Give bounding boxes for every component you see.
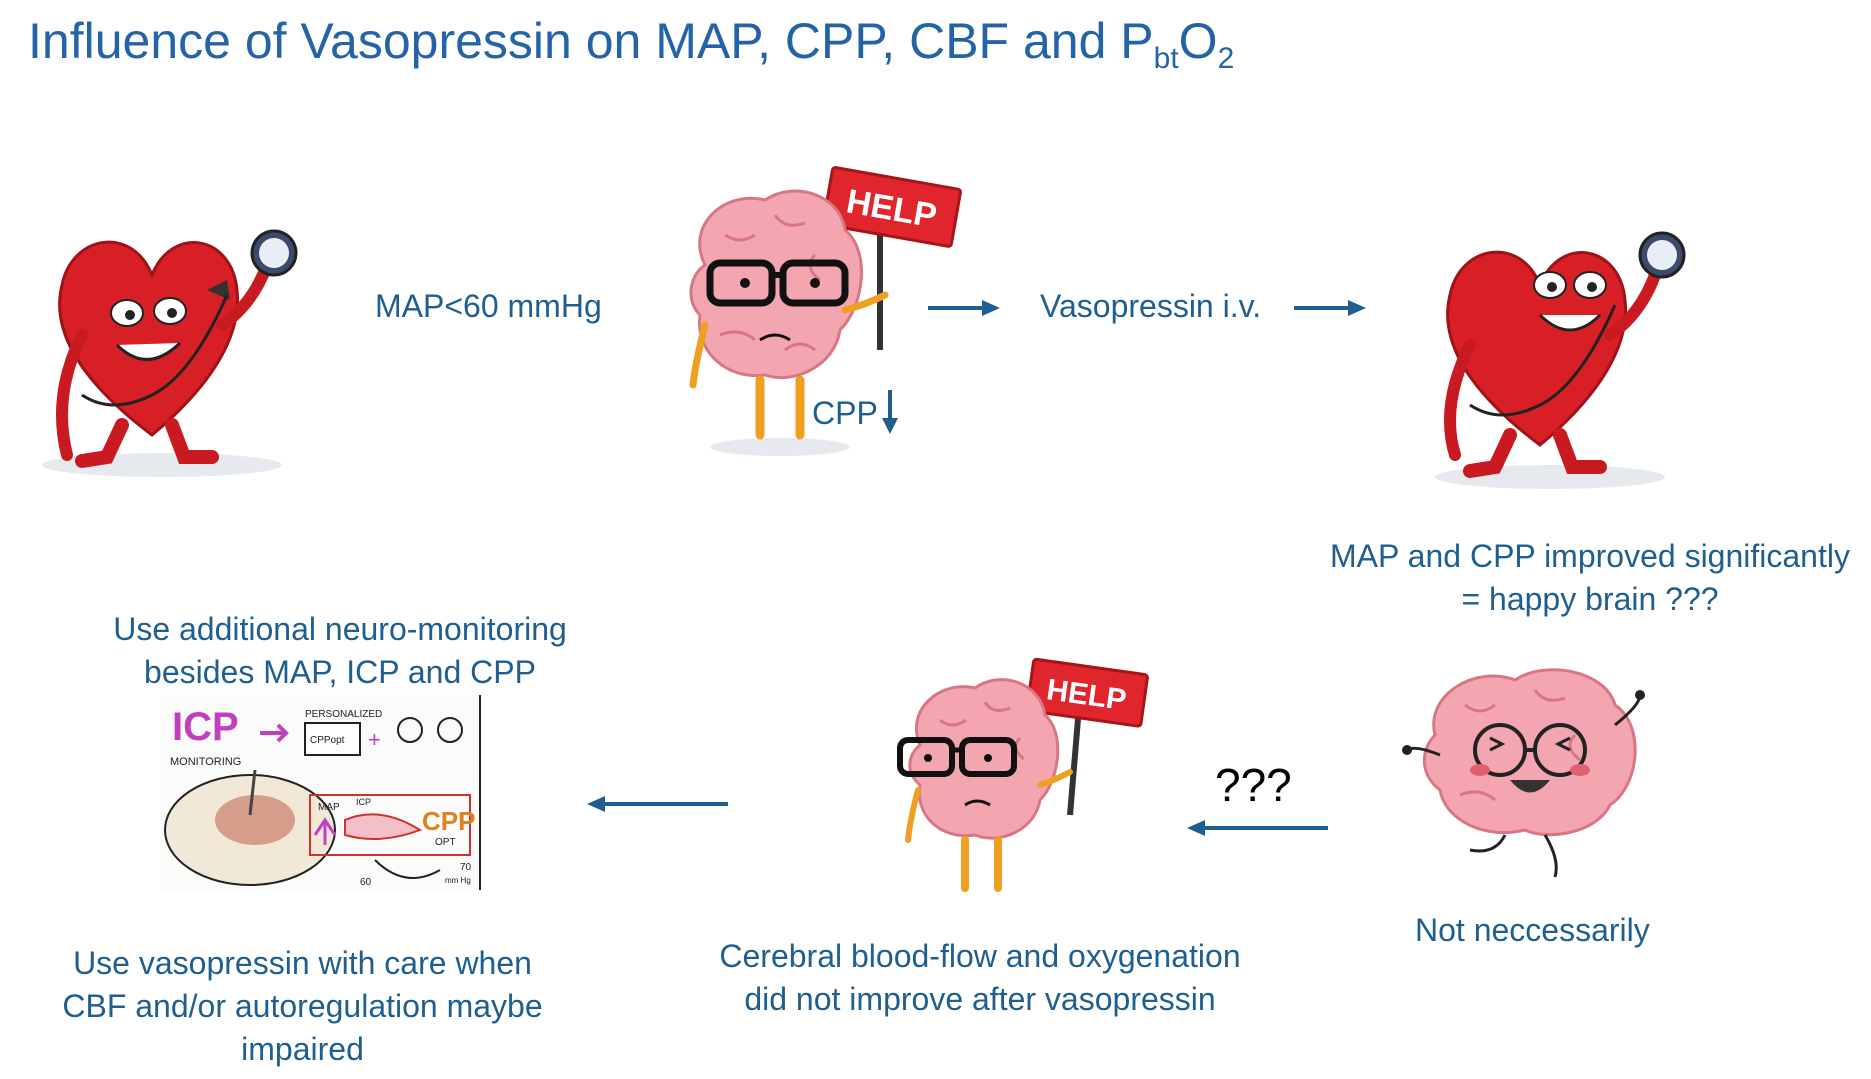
sketch-60-text: 60 xyxy=(360,877,372,888)
sketch-icp-small-text: ICP xyxy=(356,797,371,807)
sad-brain-help-bottom-icon: HELP xyxy=(897,657,1149,892)
monitoring-line-2: besides MAP, ICP and CPP xyxy=(144,654,536,690)
happy-brain-icon xyxy=(1402,668,1645,878)
cbf-line-2: did not improve after vasopressin xyxy=(744,981,1216,1017)
care-text: Use vasopressin with care when CBF and/o… xyxy=(20,942,585,1071)
sketch-map-text: MAP xyxy=(318,802,340,813)
monitoring-line-1: Use additional neuro-monitoring xyxy=(113,611,567,647)
cbf-line-1: Cerebral blood-flow and oxygenation xyxy=(719,938,1241,974)
left-arrow-1 xyxy=(1187,820,1328,836)
question-marks: ??? xyxy=(1215,759,1292,811)
improved-text: MAP and CPP improved significantly = hap… xyxy=(1300,535,1871,621)
sketch-personalized-text: PERSONALIZED xyxy=(305,709,382,720)
sketch-cpp-text: CPP xyxy=(422,806,475,836)
sketch-icp-text: ICP xyxy=(172,705,239,749)
map-low-label: MAP<60 mmHg xyxy=(375,288,602,324)
page-title: Influence of Vasopressin on MAP, CPP, CB… xyxy=(28,13,1235,75)
sketch-70-text: 70 xyxy=(460,862,472,873)
right-arrow-1 xyxy=(928,300,1000,316)
care-line-3: impaired xyxy=(241,1031,364,1067)
not-necessarily-label: Not neccessarily xyxy=(1415,912,1650,948)
sad-brain-help-icon: HELP xyxy=(689,166,962,456)
care-line-2: CBF and/or autoregulation maybe xyxy=(62,988,543,1024)
sketch-opt-text: OPT xyxy=(435,837,456,848)
down-arrow-icon xyxy=(882,390,898,434)
vasopressin-label: Vasopressin i.v. xyxy=(1040,288,1262,324)
sketch-monitoring-text: MONITORING xyxy=(170,756,241,768)
left-arrow-2 xyxy=(587,796,728,812)
right-arrow-2 xyxy=(1294,300,1366,316)
cbf-text: Cerebral blood-flow and oxygenation did … xyxy=(660,935,1300,1021)
sketch-mmhg-text: mm Hg xyxy=(445,876,471,885)
icp-sketch-image: ICP MONITORING PERSONALIZED CPPopt + MAP… xyxy=(160,695,482,890)
sketch-cppopt-text: CPPopt xyxy=(310,735,345,746)
improved-line-2: = happy brain ??? xyxy=(1461,581,1719,617)
care-line-1: Use vasopressin with care when xyxy=(73,945,532,981)
sketch-plus: + xyxy=(368,727,381,752)
heart-character-right-icon xyxy=(1435,231,1686,489)
improved-line-1: MAP and CPP improved significantly xyxy=(1330,538,1850,574)
heart-character-icon xyxy=(42,229,298,477)
cpp-label: CPP xyxy=(812,395,878,431)
monitoring-text: Use additional neuro-monitoring besides … xyxy=(60,608,620,694)
